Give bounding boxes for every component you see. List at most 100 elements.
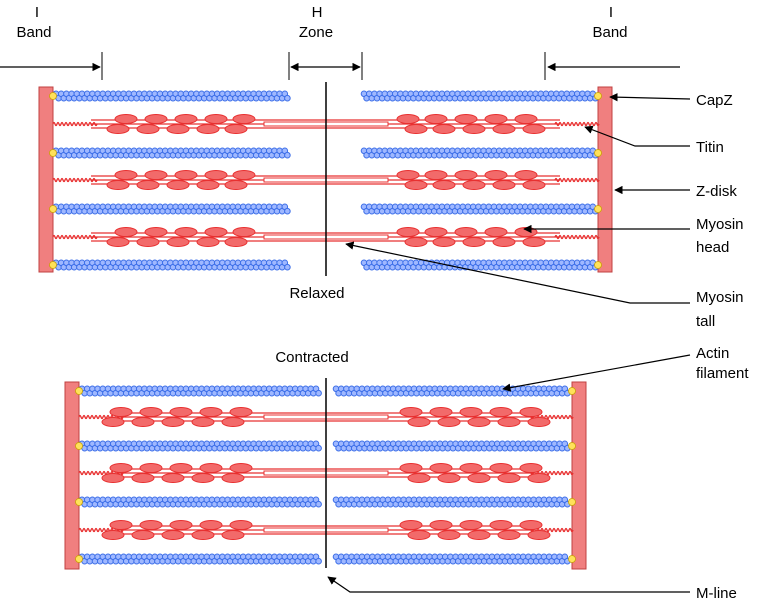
svg-text:I: I (35, 4, 39, 21)
actin-filament (360, 203, 599, 215)
myosin-head (166, 124, 190, 134)
myosin-head (106, 237, 130, 247)
actin-bead (284, 263, 291, 271)
label-titin: Titin (696, 139, 724, 156)
myosin-head (114, 114, 138, 124)
myosin-head (429, 463, 453, 473)
myosin-head (174, 114, 198, 124)
label-i-band-left: I Band (16, 4, 51, 41)
actin-bead (315, 444, 322, 452)
actin-bead (315, 389, 322, 397)
actin-filament (360, 147, 599, 159)
myosin-head (396, 227, 420, 237)
myosin-head (166, 180, 190, 190)
capz-cap (75, 555, 83, 563)
myosin-head (131, 473, 155, 483)
myosin-head (424, 170, 448, 180)
myosin-head (224, 124, 248, 134)
myosin-head (462, 124, 486, 134)
label-relaxed: Relaxed (289, 285, 344, 302)
label-contracted: Contracted (275, 349, 348, 366)
myosin-head (161, 417, 185, 427)
pointer-titin (584, 125, 690, 147)
myosin-head (462, 180, 486, 190)
actin-filament (78, 385, 322, 397)
myosin-head (432, 237, 456, 247)
actin-filament (52, 203, 291, 215)
titin (554, 121, 600, 127)
capz-cap (568, 555, 576, 563)
myosin-head (437, 473, 461, 483)
myosin-head (404, 124, 428, 134)
myosin-head (136, 180, 160, 190)
capz-cap (568, 442, 576, 450)
myosin-head (101, 417, 125, 427)
myosin-head (139, 463, 163, 473)
myosin-head (467, 473, 491, 483)
label-actin-filament: Actin filament (696, 345, 749, 382)
myosin-head (106, 180, 130, 190)
myosin-head (454, 114, 478, 124)
myosin-head (519, 520, 543, 530)
myosin-head (232, 170, 256, 180)
band-markers (0, 52, 680, 80)
capz-cap (594, 205, 602, 213)
myosin-head (396, 170, 420, 180)
capz-cap (568, 387, 576, 395)
myosin-head (489, 463, 513, 473)
capz-cap (49, 149, 57, 157)
pointer-capz (609, 92, 691, 102)
myosin-head (161, 473, 185, 483)
myosin-head (139, 520, 163, 530)
myosin-head (492, 180, 516, 190)
myosin-head (224, 237, 248, 247)
z-disk-right (597, 86, 613, 273)
myosin-head (169, 463, 193, 473)
actin-filament (78, 496, 322, 508)
actin-filament (332, 553, 571, 565)
actin-bead (315, 500, 322, 508)
capz-cap (49, 261, 57, 269)
myosin-head (492, 124, 516, 134)
actin-filament (332, 385, 571, 397)
pointer-m-line (327, 576, 690, 593)
myosin-head (221, 473, 245, 483)
myosin-head (424, 227, 448, 237)
pointer-actin-filament (502, 354, 691, 392)
myosin-head (191, 417, 215, 427)
myosin-head (489, 520, 513, 530)
titin (52, 177, 98, 183)
myosin-head (139, 407, 163, 417)
capz-cap (594, 92, 602, 100)
myosin-head (407, 473, 431, 483)
myosin-head (404, 180, 428, 190)
myosin-head (144, 170, 168, 180)
z-disk-right (571, 381, 587, 570)
capz-cap (75, 498, 83, 506)
myosin-head (169, 407, 193, 417)
myosin-head (522, 180, 546, 190)
myosin-head (144, 114, 168, 124)
svg-text:Actin: Actin (696, 345, 729, 362)
myosin-head (221, 530, 245, 540)
svg-text:head: head (696, 239, 729, 256)
myosin-head (429, 407, 453, 417)
myosin-head (459, 520, 483, 530)
myosin-head (404, 237, 428, 247)
actin-filament (332, 440, 571, 452)
myosin-head (527, 417, 551, 427)
svg-text:Band: Band (16, 24, 51, 41)
titin (554, 177, 600, 183)
myosin-head (109, 520, 133, 530)
svg-text:H: H (312, 4, 323, 21)
myosin-head (454, 170, 478, 180)
label-myosin-tail: Myosin tall (696, 289, 744, 330)
myosin-head (199, 463, 223, 473)
myosin-head (174, 227, 198, 237)
myosin-head (199, 407, 223, 417)
myosin-head (191, 530, 215, 540)
myosin-head (519, 407, 543, 417)
actin-filament (52, 90, 291, 102)
titin (52, 121, 98, 127)
